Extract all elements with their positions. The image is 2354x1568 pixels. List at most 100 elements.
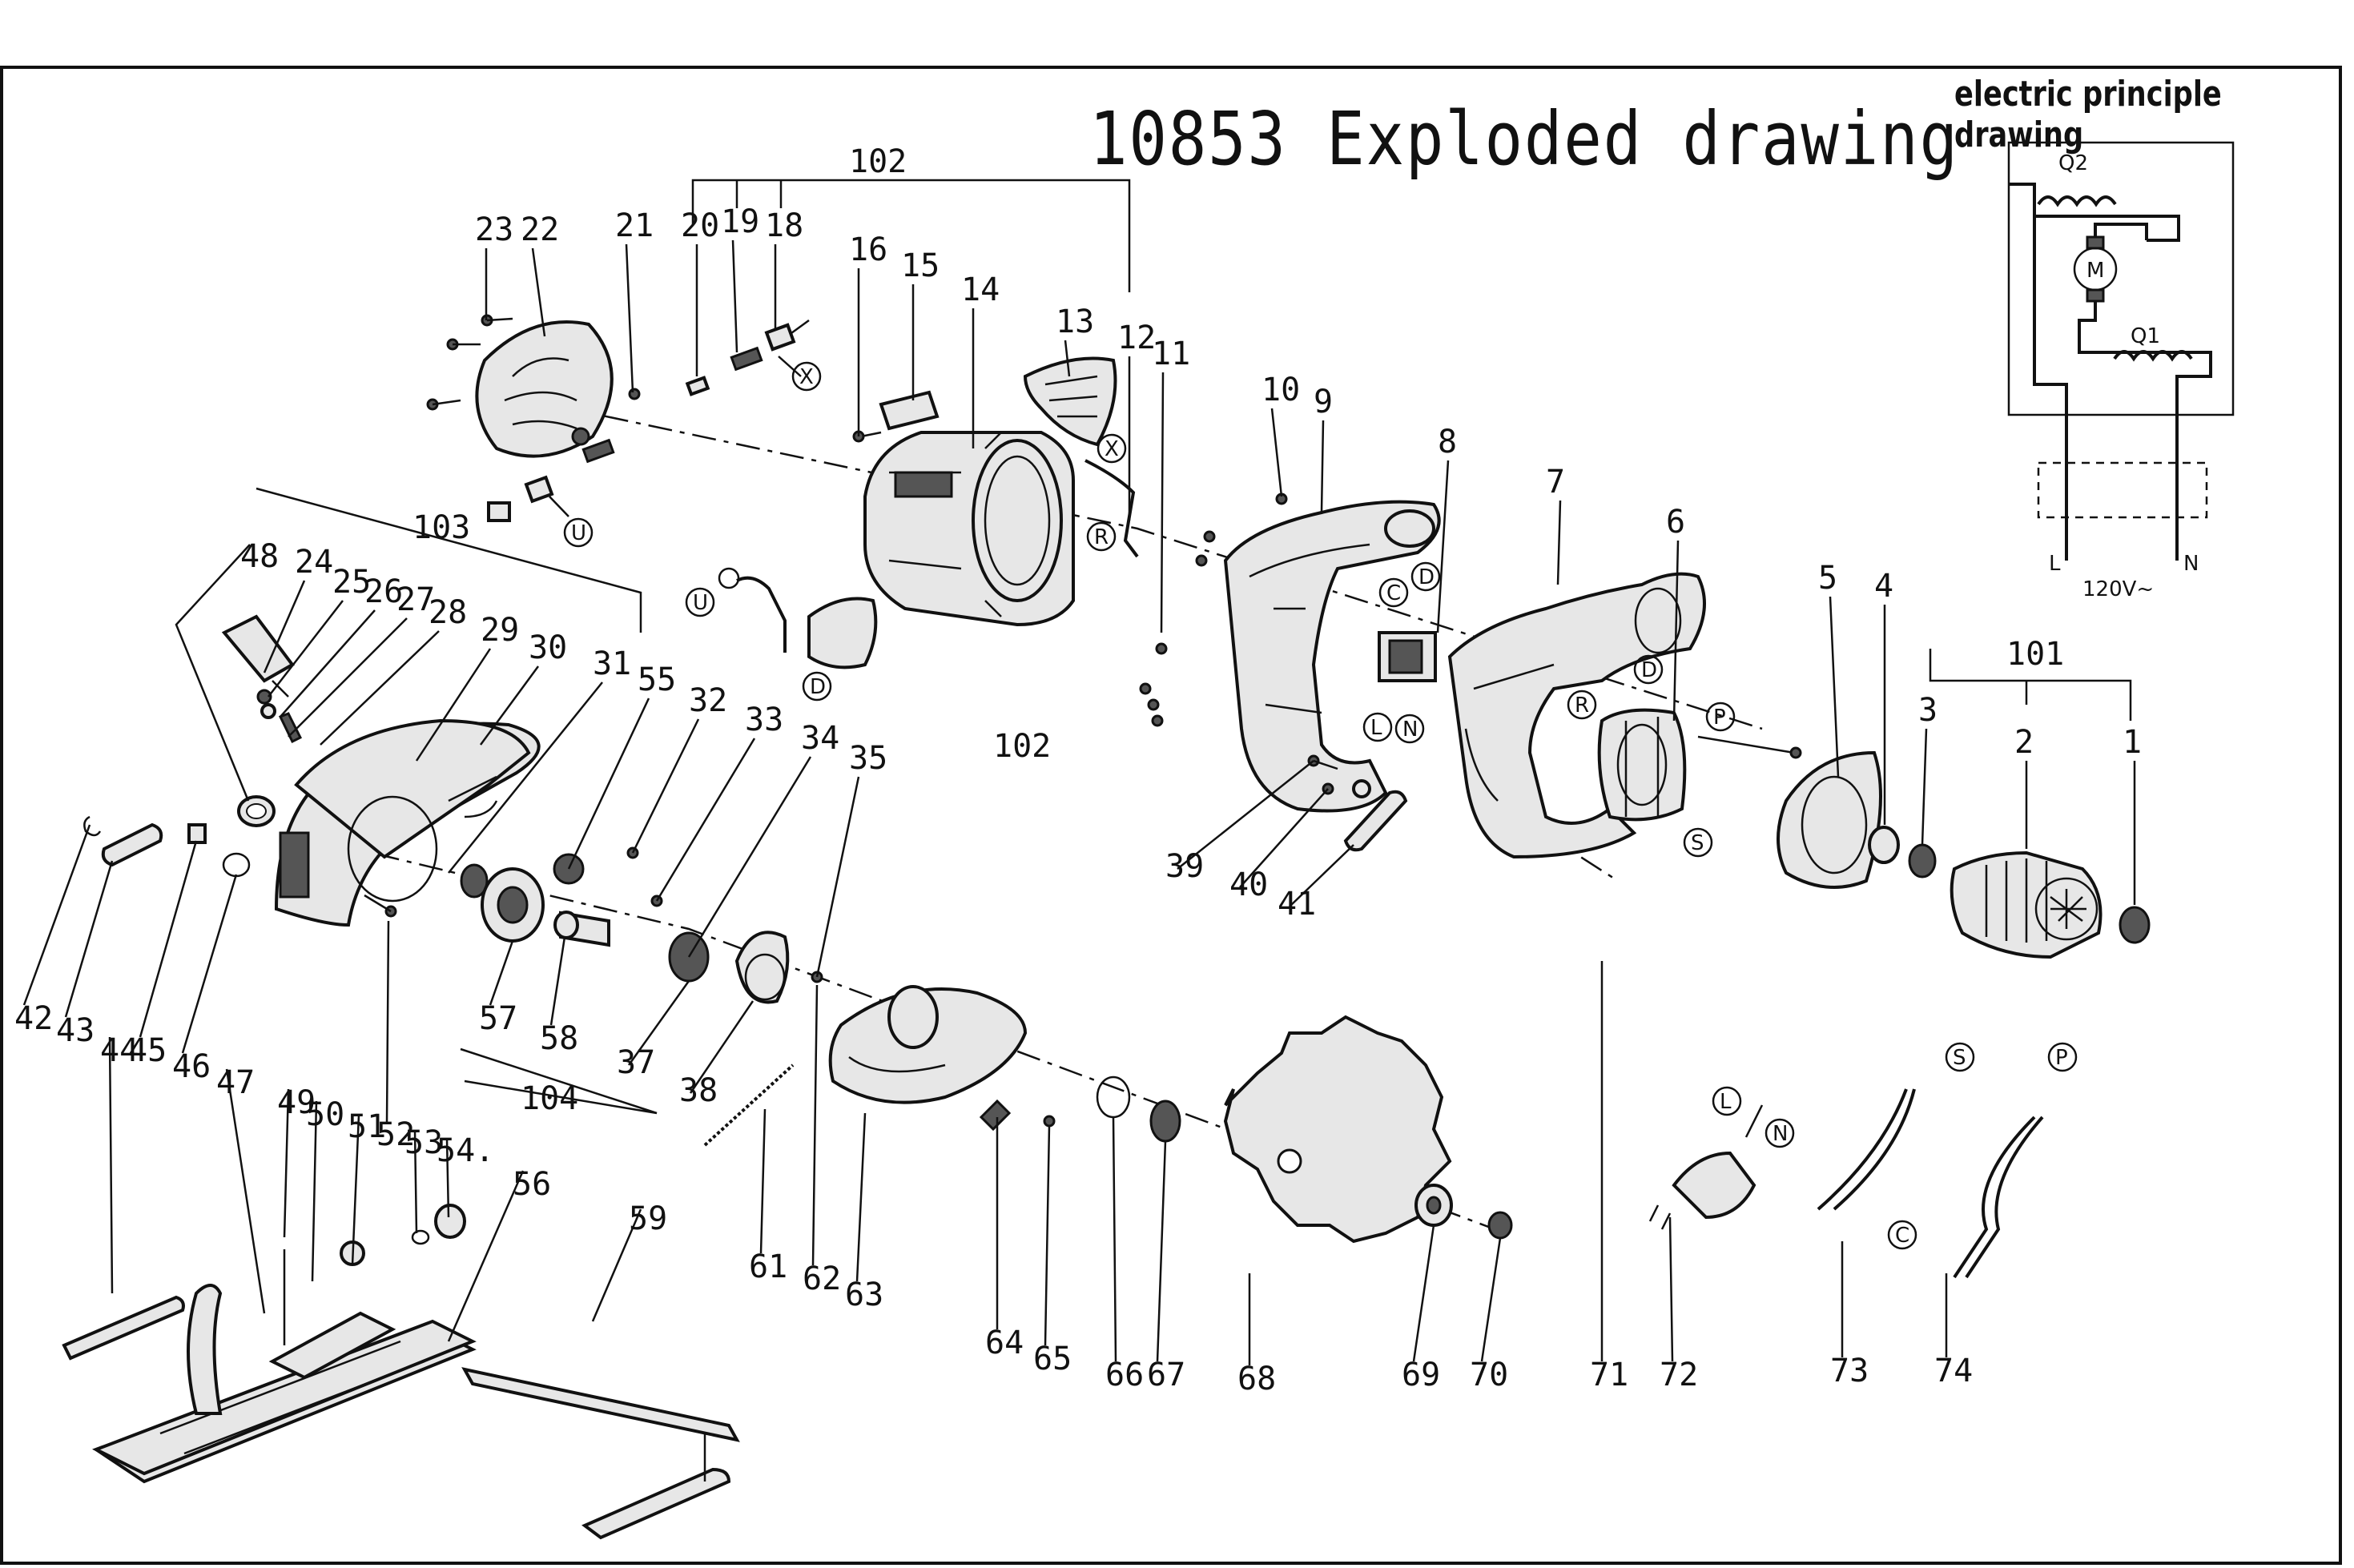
stator-6	[1597, 708, 1802, 822]
switch-wire-12	[718, 459, 1139, 653]
connector-tag-l-1: L	[1362, 712, 1393, 742]
label-part-52: 52	[376, 1116, 415, 1153]
brush-spring-clip	[807, 597, 878, 669]
depth-knob-48	[221, 614, 303, 827]
label-group-103: 103	[412, 509, 470, 546]
label-part-50: 50	[306, 1096, 344, 1133]
switch-box	[2037, 461, 2208, 519]
trigger-switch-8	[1378, 631, 1437, 682]
svg-text:L: L	[1370, 716, 1382, 740]
group-brackets	[256, 179, 2132, 1115]
label-part-46: 46	[172, 1048, 211, 1085]
line-terminal-l: L	[2049, 552, 2061, 576]
label-part-15: 15	[901, 247, 940, 284]
axis-motor-line	[560, 405, 1763, 730]
depth-lever-43	[83, 815, 251, 878]
label-part-32: 32	[689, 682, 727, 719]
label-part-65: 65	[1033, 1341, 1072, 1377]
connector-tag-c-2: C	[1887, 1220, 1917, 1250]
brush-top	[2086, 235, 2105, 250]
label-part-53: 53	[404, 1124, 443, 1161]
label-part-29: 29	[481, 612, 519, 649]
label-part-31: 31	[593, 645, 631, 682]
svg-text:P: P	[2055, 1046, 2068, 1070]
connector-tag-r-2: R	[1567, 690, 1597, 720]
label-part-54: 54.	[437, 1132, 494, 1169]
rip-fence-59	[461, 1367, 740, 1540]
label-part-61: 61	[749, 1248, 787, 1285]
label-part-8: 8	[1438, 424, 1457, 460]
electric-diagram-title: electric principle drawing	[1954, 74, 2222, 155]
connector-tag-p-2: P	[2047, 1042, 2078, 1072]
connector-tag-p-1: P	[1705, 702, 1736, 732]
fan-baffle-5	[1777, 750, 1882, 889]
connector-tag-n-1: N	[1394, 714, 1425, 744]
label-part-39: 39	[1165, 848, 1204, 885]
label-part-14: 14	[961, 271, 1000, 308]
label-part-28: 28	[429, 594, 467, 631]
label-part-72: 72	[1660, 1357, 1698, 1393]
label-part-43: 43	[56, 1012, 95, 1049]
label-part-2: 2	[2014, 724, 2034, 761]
label-part-49: 49	[277, 1084, 316, 1121]
power-plug-72	[1648, 1104, 1764, 1230]
label-part-25: 25	[332, 564, 371, 601]
label-part-33: 33	[745, 702, 783, 738]
connector-tag-x-1: X	[791, 361, 822, 392]
label-part-51: 51	[348, 1108, 386, 1145]
label-part-5: 5	[1818, 560, 1837, 597]
svg-text:S: S	[1691, 831, 1704, 855]
handle-half-9	[1139, 493, 1441, 813]
label-part-69: 69	[1402, 1357, 1440, 1393]
connector-tags: X X U U R R C C D D D L L N N P P S S	[563, 361, 2078, 1250]
svg-text:R: R	[1094, 525, 1109, 549]
svg-text:P: P	[1713, 706, 1726, 730]
connector-tag-n-2: N	[1764, 1118, 1795, 1148]
base-plate-56	[62, 1204, 477, 1484]
label-part-3: 3	[1918, 692, 1938, 729]
svg-text:N: N	[1402, 718, 1418, 742]
svg-text:D: D	[810, 675, 826, 699]
leader-lines	[22, 239, 2136, 1365]
connection-wires-73-74	[1817, 1088, 2044, 1279]
circuit-leads	[2065, 415, 2179, 561]
handle-half-7	[1447, 572, 1706, 859]
label-part-27: 27	[396, 581, 435, 618]
connector-tag-l-2: L	[1712, 1086, 1742, 1116]
label-group-104: 104	[521, 1080, 578, 1117]
blade-assembly	[1043, 1015, 1513, 1244]
circuit-outline	[2007, 141, 2235, 416]
connector-tag-d-1: D	[1410, 561, 1441, 592]
connector-tag-r-1: R	[1086, 521, 1117, 552]
label-part-41: 41	[1278, 886, 1316, 923]
gear-shaft-assembly-104	[364, 846, 823, 1004]
label-part-9: 9	[1314, 384, 1333, 420]
upper-blade-guard-30	[274, 718, 541, 927]
label-part-38: 38	[679, 1072, 718, 1109]
svg-text:S: S	[1953, 1046, 1966, 1070]
bearings-3-4	[1868, 826, 2151, 944]
connector-tag-c-1: C	[1378, 577, 1409, 608]
label-part-74: 74	[1934, 1353, 1973, 1389]
label-part-26: 26	[364, 573, 403, 610]
air-baffle-13	[1023, 356, 1117, 447]
field-coil-q1	[2113, 350, 2193, 362]
label-part-71: 71	[1590, 1357, 1628, 1393]
svg-text:R: R	[1575, 694, 1589, 718]
svg-text:D: D	[1418, 565, 1435, 589]
svg-text:N: N	[1773, 1122, 1788, 1146]
svg-text:U: U	[693, 591, 708, 615]
svg-text:X: X	[1105, 437, 1119, 461]
label-part-19: 19	[721, 203, 759, 240]
svg-text:C: C	[1895, 1224, 1909, 1248]
label-part-1: 1	[2123, 724, 2142, 761]
label-part-23: 23	[475, 211, 513, 248]
label-part-48: 48	[240, 538, 279, 575]
label-part-24: 24	[295, 544, 333, 581]
line-terminal-n: N	[2183, 552, 2199, 576]
coil-q1-label: Q1	[2131, 324, 2160, 348]
motor-label: M	[2086, 259, 2104, 283]
connector-tag-d-3: D	[802, 671, 832, 702]
